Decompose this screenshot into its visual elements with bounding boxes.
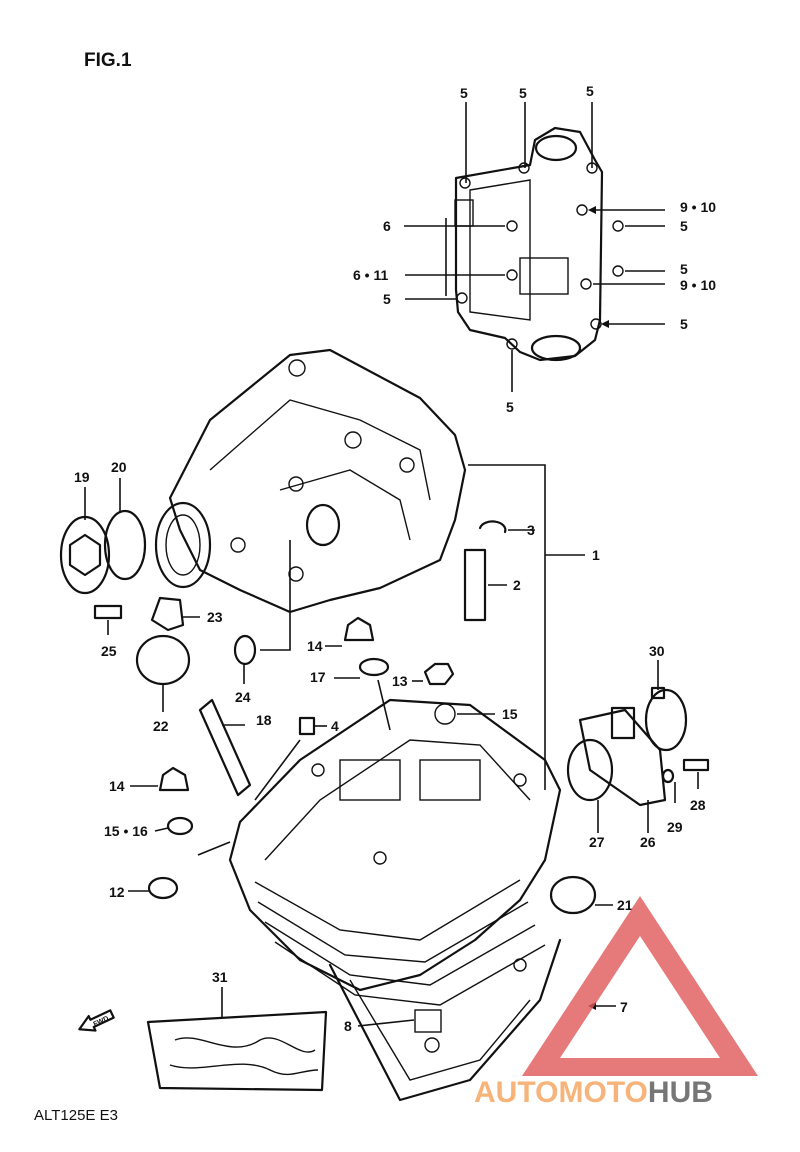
label-part-5a: 5: [460, 85, 468, 101]
label-part-5b: 5: [519, 85, 527, 101]
label-part-14a: 14: [307, 638, 323, 654]
label-part-5e: 5: [680, 261, 688, 277]
watermark-logo: AUTOMOTOHUB: [474, 896, 758, 1109]
label-part-25: 25: [101, 643, 117, 659]
label-part-21: 21: [617, 897, 633, 913]
label-part-5h: 5: [506, 399, 514, 415]
label-part-19: 19: [74, 469, 90, 485]
label-part-29: 29: [667, 819, 683, 835]
label-part-5c: 5: [586, 83, 594, 99]
label-part-31: 31: [212, 969, 228, 985]
label-part-4: 4: [331, 718, 339, 734]
label-part-5f: 5: [383, 291, 391, 307]
label-part-26: 26: [640, 834, 656, 850]
cylinder-head: [154, 348, 467, 614]
label-part-14b: 14: [109, 778, 125, 794]
label-part-5g: 5: [680, 316, 688, 332]
label-part-6-11: 6 • 11: [353, 267, 388, 283]
label-part-6: 6: [383, 218, 391, 234]
forward-arrow-icon: FWD: [78, 1009, 115, 1032]
label-part-30: 30: [649, 643, 665, 659]
leader-lines: [84, 102, 699, 1027]
label-part-5d: 5: [680, 218, 688, 234]
label-part-17: 17: [310, 669, 326, 685]
label-part-9-10b: 9 • 10: [680, 277, 716, 293]
label-part-3: 3: [527, 522, 535, 538]
watermark-text-part2: HUB: [648, 1076, 713, 1109]
label-part-2: 2: [513, 577, 521, 593]
label-part-1: 1: [592, 547, 600, 563]
label-part-7: 7: [620, 999, 628, 1015]
label-part-9-10a: 9 • 10: [680, 199, 716, 215]
label-part-15-16: 15 • 16: [104, 823, 148, 839]
label-part-8: 8: [344, 1018, 352, 1034]
cylinder-head-cover-inset: [454, 126, 624, 362]
svg-text:AUTOMOTOHUB: AUTOMOTOHUB: [474, 1076, 713, 1109]
label-part-18: 18: [256, 712, 272, 728]
label-part-22: 22: [153, 718, 169, 734]
label-part-27: 27: [589, 834, 605, 850]
model-code: ALT125E E3: [34, 1107, 118, 1124]
label-part-24: 24: [235, 689, 251, 705]
watermark-text-part1: AUTOMOTO: [474, 1076, 648, 1109]
watermark-triangle-icon: [522, 896, 758, 1076]
label-part-13: 13: [392, 673, 408, 689]
label-part-28: 28: [690, 797, 706, 813]
part-labels: 5 5 5 9 • 10 5 6 6 • 11 5 9 • 10 5 5 5 1…: [74, 83, 716, 1034]
label-part-20: 20: [111, 459, 127, 475]
label-part-12: 12: [109, 884, 125, 900]
label-part-23: 23: [207, 609, 223, 625]
cylinder-block: [228, 698, 562, 1102]
label-part-15a: 15: [502, 706, 518, 722]
figure-title: FIG.1: [84, 50, 132, 71]
